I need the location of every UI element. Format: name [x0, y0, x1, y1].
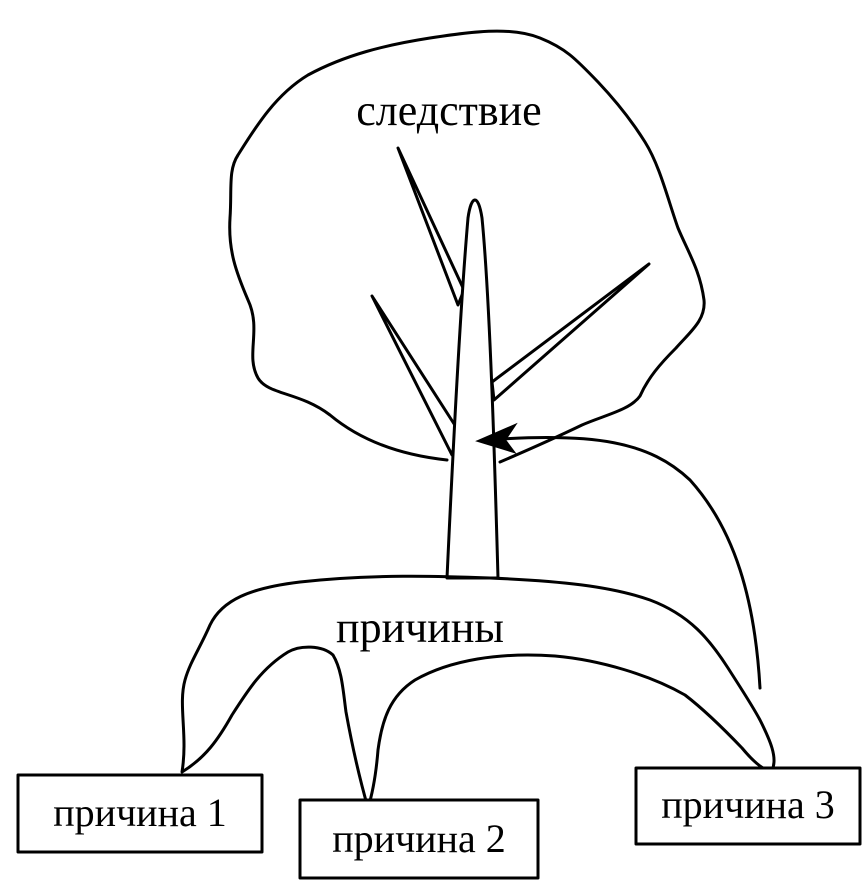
cause-label-1: причина 1: [53, 790, 227, 835]
branch-lower-left: [372, 296, 458, 455]
branch-right: [492, 264, 649, 400]
branch-upper-left: [398, 148, 464, 305]
roots-label: причины: [336, 603, 504, 652]
crown-label: следствие: [356, 86, 541, 135]
cause-label-2: причина 2: [332, 816, 506, 861]
feedback-arrow-line: [486, 437, 760, 688]
trunk: [447, 200, 498, 578]
cause-label-3: причина 3: [661, 782, 835, 827]
